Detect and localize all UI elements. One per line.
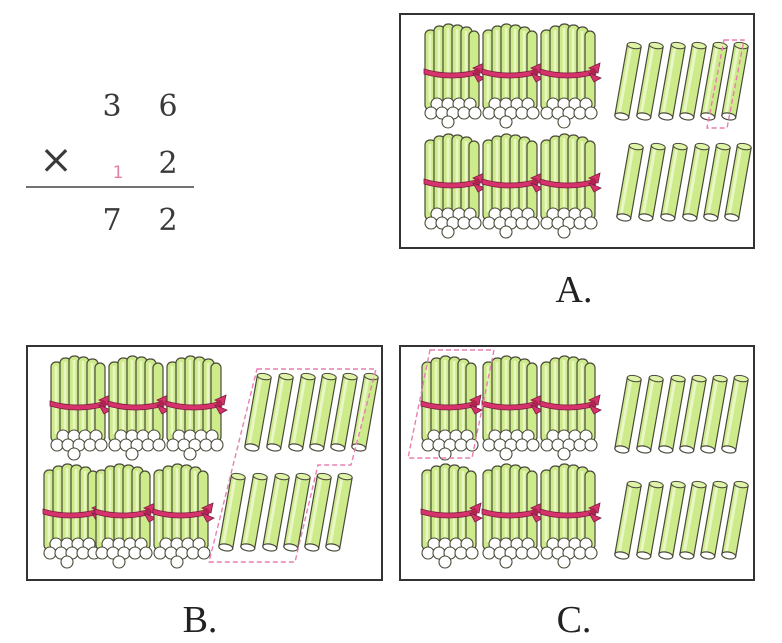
- times-sign: ×: [39, 137, 73, 183]
- multiplicand-tens: 3: [102, 89, 121, 124]
- option-a-label: A.: [556, 269, 593, 311]
- option-b-label: B.: [183, 599, 218, 641]
- option-c-label: C.: [557, 599, 592, 641]
- option-c-highlight: [407, 349, 495, 459]
- option-b-highlight: [208, 368, 377, 563]
- multiplier: 2: [158, 146, 177, 181]
- option-b-panel[interactable]: B.: [26, 345, 383, 641]
- carry-digit: 1: [113, 163, 124, 183]
- multiplicand-ones: 6: [158, 89, 177, 124]
- vertical-multiplication: 3 6 × 1 2 7 2: [26, 89, 194, 238]
- option-c-panel[interactable]: C.: [399, 345, 755, 641]
- product-ones: 2: [158, 203, 177, 238]
- product-tens: 7: [102, 203, 121, 238]
- option-a-panel[interactable]: A.: [399, 13, 755, 311]
